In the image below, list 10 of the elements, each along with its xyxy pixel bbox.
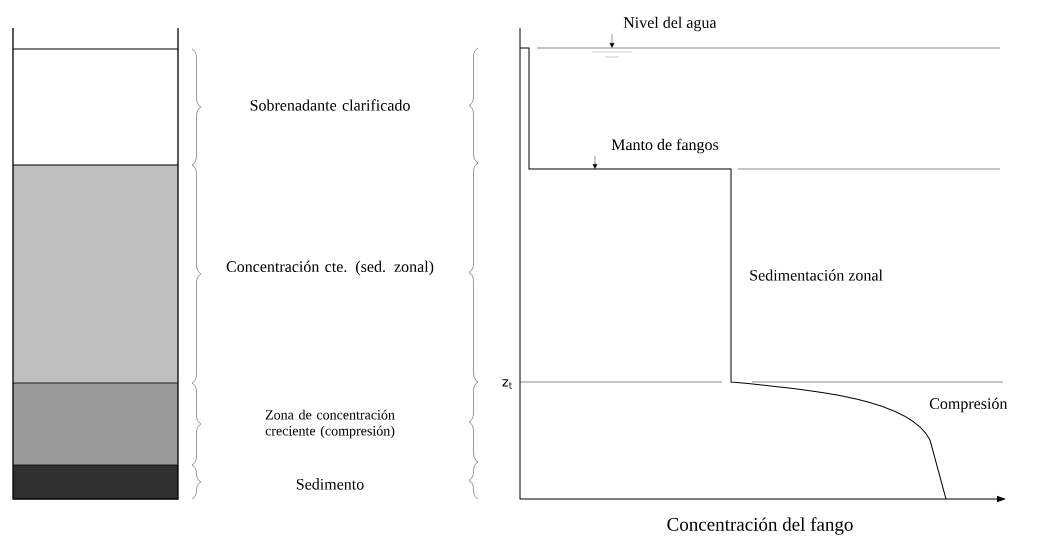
zone-label: Zona de concentración creciente (compresión) <box>265 409 395 439</box>
zone-label: Sobrenadante clarificado <box>250 99 410 111</box>
zone-label: Sedimentación zonal <box>750 269 883 281</box>
zone-label: Concentración del fango <box>667 517 853 535</box>
zone-label: Compresión <box>929 397 1008 413</box>
zone-label: Nivel del agua <box>623 16 717 32</box>
zone-label: Manto de fangos <box>611 138 719 154</box>
zone-label: Sedimento <box>296 478 364 490</box>
zone-label: Concentración cte. (sed. zonal) <box>226 260 434 276</box>
zone-label: z$_{t}$ <box>502 379 513 389</box>
